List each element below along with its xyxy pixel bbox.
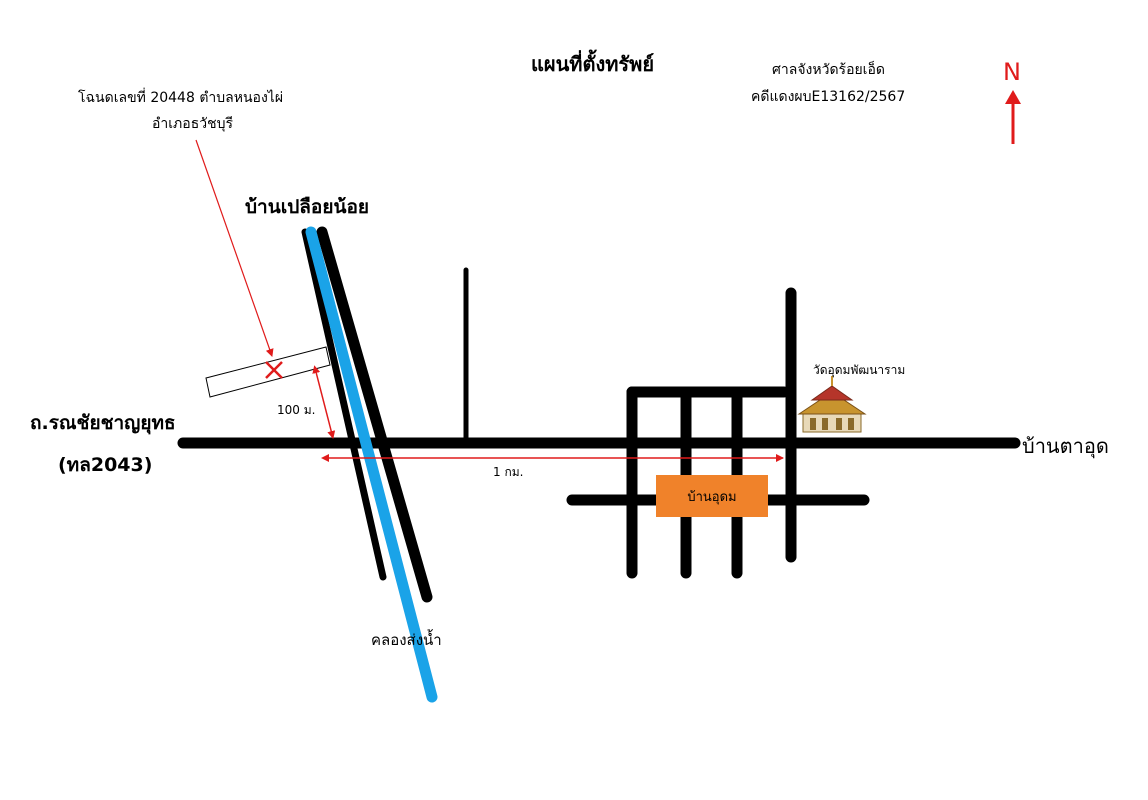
- north-label: N: [1003, 58, 1021, 86]
- canal-label: คลองส่งน้ำ: [371, 631, 442, 649]
- diagonal-road-west: [301, 228, 387, 581]
- north-arrow-icon: [1005, 90, 1021, 144]
- plot-deed-label: โฉนดเลขที่ 20448 ตำบลหนองไผ่: [78, 90, 284, 106]
- plot-pointer-line: [195, 139, 274, 357]
- diagonal-road-east: [316, 226, 433, 603]
- distance-100m-line: [312, 365, 336, 439]
- road-code-label: (ทล2043): [58, 454, 153, 476]
- distance-1km-label: 1 กม.: [493, 465, 524, 479]
- map-title: แผนที่ตั้งทรัพย์: [531, 52, 655, 76]
- road-name-label: ถ.รณชัยชาญยุทธ: [30, 412, 176, 434]
- village-east-label: บ้านตาอุด: [1022, 434, 1109, 458]
- land-plot: [205, 346, 331, 398]
- plot-marker-icon: [265, 361, 283, 379]
- village-box-label: บ้านอุดม: [656, 475, 768, 517]
- temple-icon: [797, 376, 867, 433]
- village-north-label: บ้านเปลือยน้อย: [245, 196, 369, 218]
- plot-district-label: อำเภอธวัชบุรี: [152, 116, 234, 132]
- case-number: คดีแดงผบE13162/2567: [751, 89, 906, 105]
- temple-label: วัดอุดมพัฒนาราม: [813, 363, 906, 377]
- distance-100m-label: 100 ม.: [277, 403, 316, 417]
- court-name: ศาลจังหวัดร้อยเอ็ด: [772, 62, 885, 78]
- canal-line: [305, 226, 438, 703]
